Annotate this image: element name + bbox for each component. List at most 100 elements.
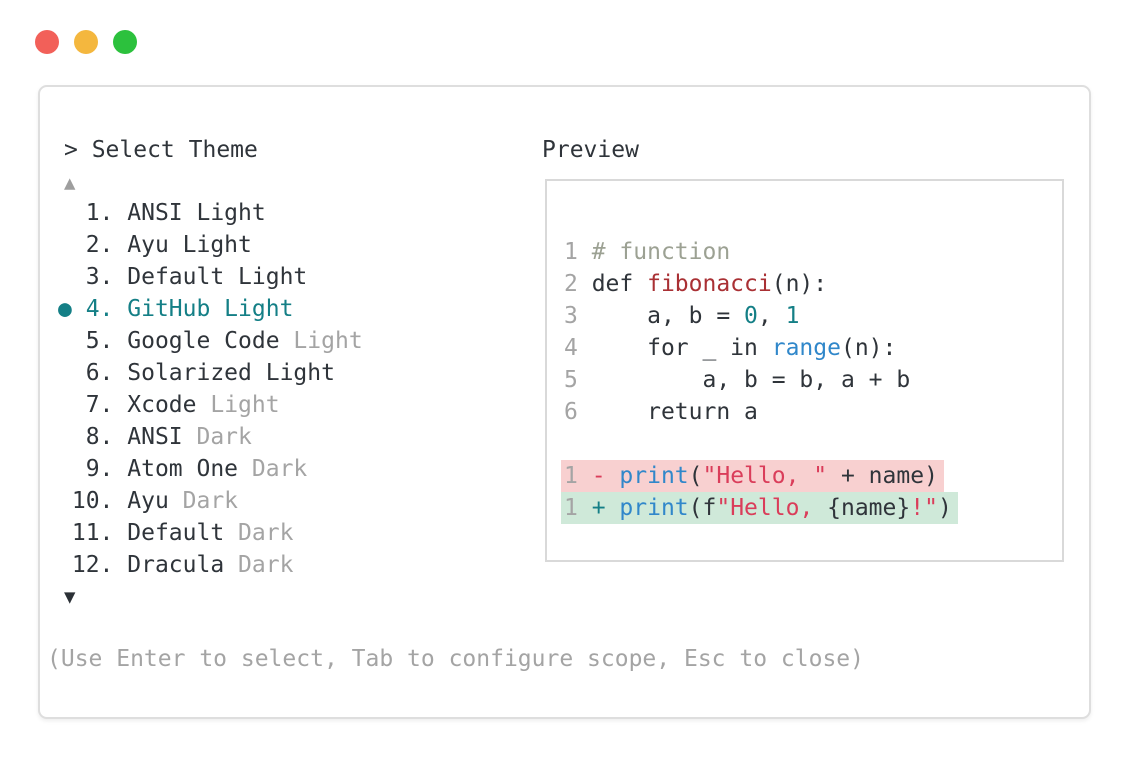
code-segment-literal: + [591,495,620,521]
theme-list-item-5[interactable]: 5. Google Code Light [58,325,363,357]
diff-line-added: 1 + print(f"Hello, {name}!") [561,492,958,524]
code-segment-keyword: print [619,495,689,521]
line-content: 1 + print(f"Hello, {name}!") [561,492,958,524]
code-segment-num: 1 [564,239,592,265]
item-prefix: 3. [58,264,128,290]
item-prefix: 8. [58,424,128,450]
code-segment-plain: (n): [771,271,828,297]
line-content: 5 a, b = b, a + b [564,364,910,396]
code-segment-plain: for _ in [591,335,772,361]
theme-list-item-12[interactable]: 12. Dracula Dark [58,549,363,581]
item-variant-label: Dark [238,456,308,482]
code-line: 2 def fibonacci(n): [564,268,958,300]
item-variant-label: Dark [182,424,252,450]
code-segment-plain: return a [591,399,758,425]
item-label: Ayu [127,488,169,514]
item-label: Ayu Light [127,232,252,258]
code-segment-func: fibonacci [647,271,772,297]
code-line: 5 a, b = b, a + b [564,364,958,396]
theme-list-item-6[interactable]: 6. Solarized Light [58,357,363,389]
code-segment-num: 1 [564,495,592,521]
theme-list-item-7[interactable]: 7. Xcode Light [58,389,363,421]
theme-list-item-2[interactable]: 2. Ayu Light [58,229,363,261]
code-segment-str: "Hello, [716,495,828,521]
code-segment-num: 6 [564,399,592,425]
item-prefix: ● 4. [58,296,128,322]
theme-list: 1. ANSI Light 2. Ayu Light 3. Default Li… [58,197,363,581]
code-segment-comment: # function [591,239,731,265]
scroll-down-icon[interactable]: ▼ [64,586,76,608]
item-prefix: 2. [58,232,128,258]
code-segment-plain: ( [688,463,703,489]
item-variant-label: Light [279,328,363,354]
theme-list-item-9[interactable]: 9. Atom One Dark [58,453,363,485]
item-label: Xcode [127,392,197,418]
code-line: 4 for _ in range(n): [564,332,958,364]
code-segment-str: !" [910,495,938,521]
theme-picker-dialog: > Select Theme ▲ 1. ANSI Light 2. Ayu Li… [38,85,1091,719]
theme-list-item-4[interactable]: ● 4. GitHub Light [58,293,363,325]
code-segment-num: 3 [564,303,592,329]
code-segment-str: "Hello, " [702,463,828,489]
code-segment-num: 4 [564,335,592,361]
code-segment-num: 5 [564,367,592,393]
item-label: ANSI Light [127,200,266,226]
code-line: 3 a, b = 0, 1 [564,300,958,332]
item-variant-label: Dark [224,520,294,546]
code-segment-literal: 1 [785,303,800,329]
code-line: 1 # function [564,236,958,268]
code-segment-str: - [591,463,620,489]
code-segment-plain: + name) [827,463,938,489]
item-prefix: 5. [58,328,128,354]
theme-list-item-1[interactable]: 1. ANSI Light [58,197,363,229]
select-theme-prompt: > Select Theme [64,137,258,163]
code-segment-plain: , [757,303,786,329]
item-prefix: 9. [58,456,128,482]
code-segment-plain: (f [688,495,717,521]
code-segment-num: 2 [564,271,592,297]
code-segment-plain: (n): [840,335,897,361]
theme-list-item-8[interactable]: 8. ANSI Dark [58,421,363,453]
item-prefix: 10. [58,488,128,514]
code-line: 6 return a [564,396,958,428]
line-content: 2 def fibonacci(n): [564,268,827,300]
zoom-window-button[interactable] [113,30,137,54]
line-content: 1 # function [564,236,730,268]
item-variant-label: Light [196,392,280,418]
item-label: Atom One [127,456,239,482]
item-prefix: 11. [58,520,128,546]
scroll-up-icon[interactable]: ▲ [64,172,76,194]
preview-title: Preview [542,137,639,163]
code-segment-keyword: range [771,335,841,361]
item-prefix: 6. [58,360,128,386]
item-prefix: 12. [58,552,128,578]
item-variant-label: Dark [168,488,239,514]
code-segment-plain: def [591,271,648,297]
close-window-button[interactable] [35,30,59,54]
item-label: GitHub Light [127,296,294,322]
code-segment-num: 1 [564,463,592,489]
diff-line-removed: 1 - print("Hello, " + name) [561,460,958,492]
minimize-window-button[interactable] [74,30,98,54]
theme-list-item-10[interactable]: 10. Ayu Dark [58,485,363,517]
item-prefix: 1. [58,200,128,226]
theme-list-item-11[interactable]: 11. Default Dark [58,517,363,549]
code-segment-plain: {name} [827,495,911,521]
line-content: 4 for _ in range(n): [564,332,896,364]
code-segment-plain: ) [937,495,952,521]
item-label: Dracula [127,552,225,578]
item-label: Default Light [127,264,308,290]
item-variant-label: Dark [224,552,294,578]
keyboard-hints: (Use Enter to select, Tab to configure s… [47,646,864,672]
code-segment-plain: a, b = b, a + b [591,367,911,393]
code-segment-plain: a, b = [591,303,745,329]
line-content: 1 - print("Hello, " + name) [561,460,944,492]
code-segment-literal: 0 [744,303,758,329]
item-label: Solarized Light [127,360,335,386]
item-label: ANSI [127,424,183,450]
item-prefix: 7. [58,392,128,418]
theme-list-item-3[interactable]: 3. Default Light [58,261,363,293]
line-content: 6 return a [564,396,758,428]
